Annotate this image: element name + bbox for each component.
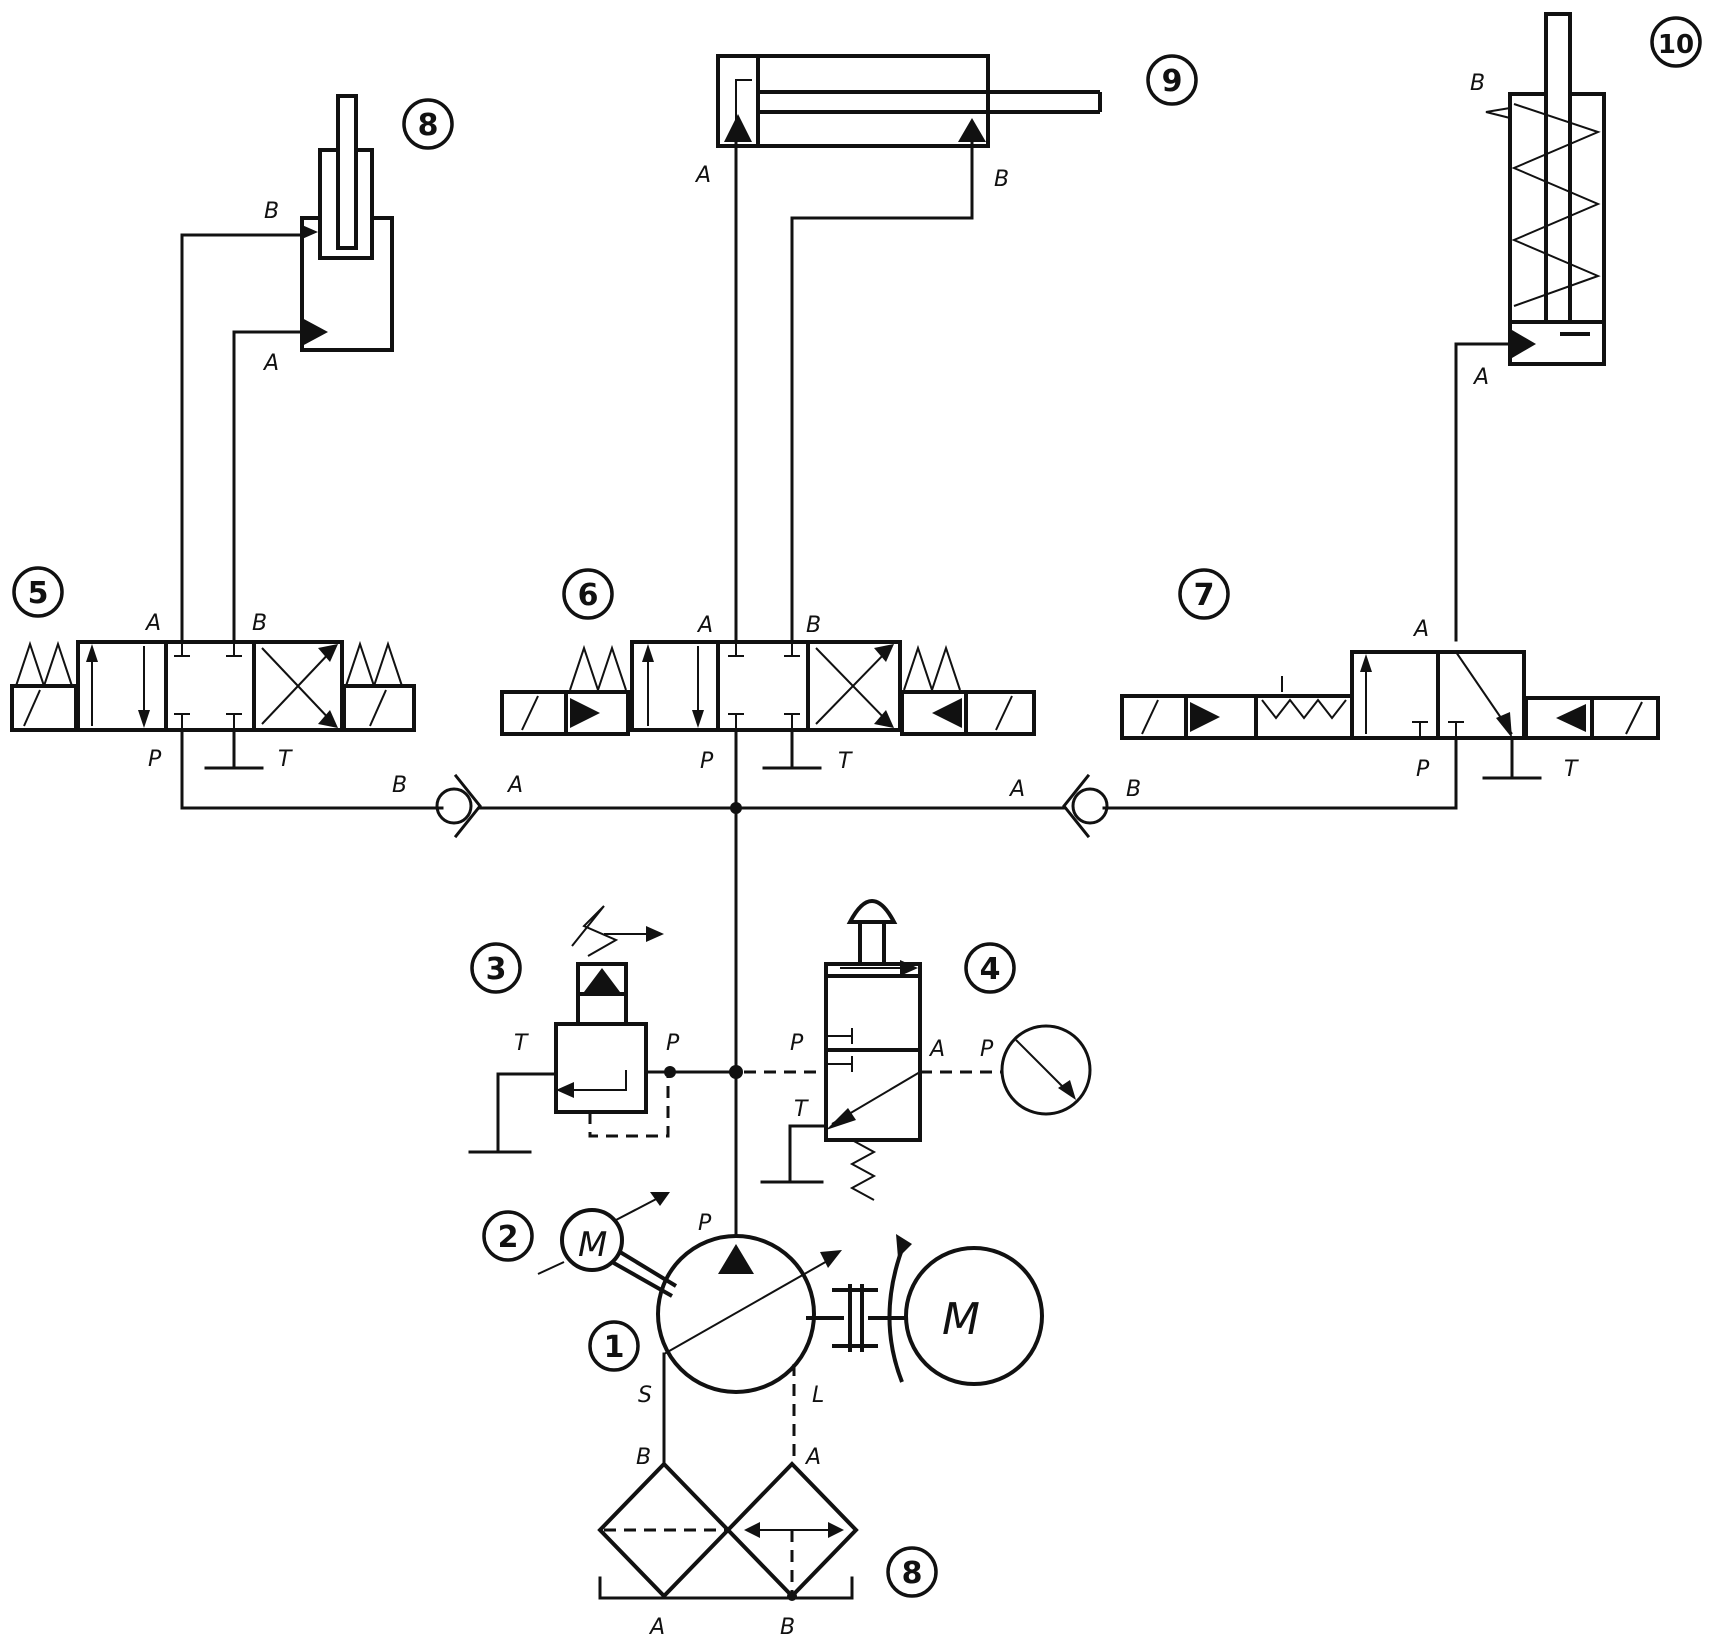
svg-text:P: P <box>980 1037 994 1062</box>
svg-text:B: B <box>392 773 407 798</box>
svg-text:B: B <box>1126 777 1141 802</box>
svg-text:P: P <box>1416 757 1430 782</box>
callout-8-top: 8 <box>418 108 439 143</box>
directional-valve-7 <box>1102 650 1660 810</box>
callout-6: 6 <box>578 578 599 613</box>
svg-text:A: A <box>506 773 523 798</box>
callout-10: 10 <box>1658 30 1694 60</box>
callout-numbers: 8 9 10 5 6 7 3 4 2 1 8 <box>12 16 1702 1598</box>
callout-7: 7 <box>1194 578 1215 613</box>
check-valves <box>435 773 1109 839</box>
svg-text:B: B <box>252 611 267 636</box>
filter-8 <box>597 1461 859 1601</box>
callout-3: 3 <box>486 952 507 987</box>
svg-text:B: B <box>264 199 279 224</box>
svg-text:T: T <box>838 749 853 774</box>
electric-motor: M <box>806 1234 1044 1386</box>
directional-valve-5 <box>10 640 444 810</box>
svg-text:A: A <box>1412 617 1429 642</box>
svg-text:M: M <box>578 1225 607 1265</box>
port-labels: B A A B B A A B P T A B P T A P T B A A … <box>144 71 1579 1640</box>
callout-2: 2 <box>498 1220 519 1255</box>
svg-text:B: B <box>780 1615 795 1640</box>
cylinder-9 <box>716 54 1102 642</box>
gauge-valve-4 <box>744 899 1092 1201</box>
svg-text:A: A <box>694 163 711 188</box>
svg-text:T: T <box>278 747 293 772</box>
svg-text:S: S <box>638 1383 652 1408</box>
svg-text:B: B <box>1470 71 1485 96</box>
callout-8-bottom: 8 <box>902 1556 923 1591</box>
callout-4: 4 <box>980 952 1001 987</box>
svg-text:A: A <box>928 1037 945 1062</box>
svg-text:A: A <box>144 611 161 636</box>
svg-text:P: P <box>700 749 714 774</box>
svg-text:B: B <box>636 1445 651 1470</box>
svg-text:A: A <box>1472 365 1489 390</box>
svg-text:P: P <box>148 747 162 772</box>
svg-text:T: T <box>794 1097 809 1122</box>
svg-text:A: A <box>804 1445 821 1470</box>
svg-text:B: B <box>806 613 821 638</box>
svg-text:T: T <box>1564 757 1579 782</box>
svg-text:M: M <box>942 1294 980 1345</box>
svg-text:A: A <box>696 613 713 638</box>
servo-motor-2: M <box>537 1192 678 1298</box>
svg-text:A: A <box>262 351 279 376</box>
svg-text:L: L <box>812 1383 824 1408</box>
svg-text:B: B <box>994 167 1009 192</box>
cylinder-8 <box>180 94 394 642</box>
directional-valve-6 <box>500 640 1036 770</box>
svg-text:P: P <box>666 1031 680 1056</box>
svg-text:T: T <box>514 1031 529 1056</box>
callout-9: 9 <box>1162 64 1183 99</box>
cylinder-10 <box>1454 12 1606 642</box>
svg-text:P: P <box>698 1211 712 1236</box>
relief-valve-3 <box>468 905 743 1154</box>
svg-text:A: A <box>1008 777 1025 802</box>
svg-text:A: A <box>648 1615 665 1640</box>
callout-1: 1 <box>604 1330 625 1365</box>
svg-text:P: P <box>790 1031 804 1056</box>
callout-5: 5 <box>28 576 49 611</box>
pump-1 <box>656 1234 842 1466</box>
